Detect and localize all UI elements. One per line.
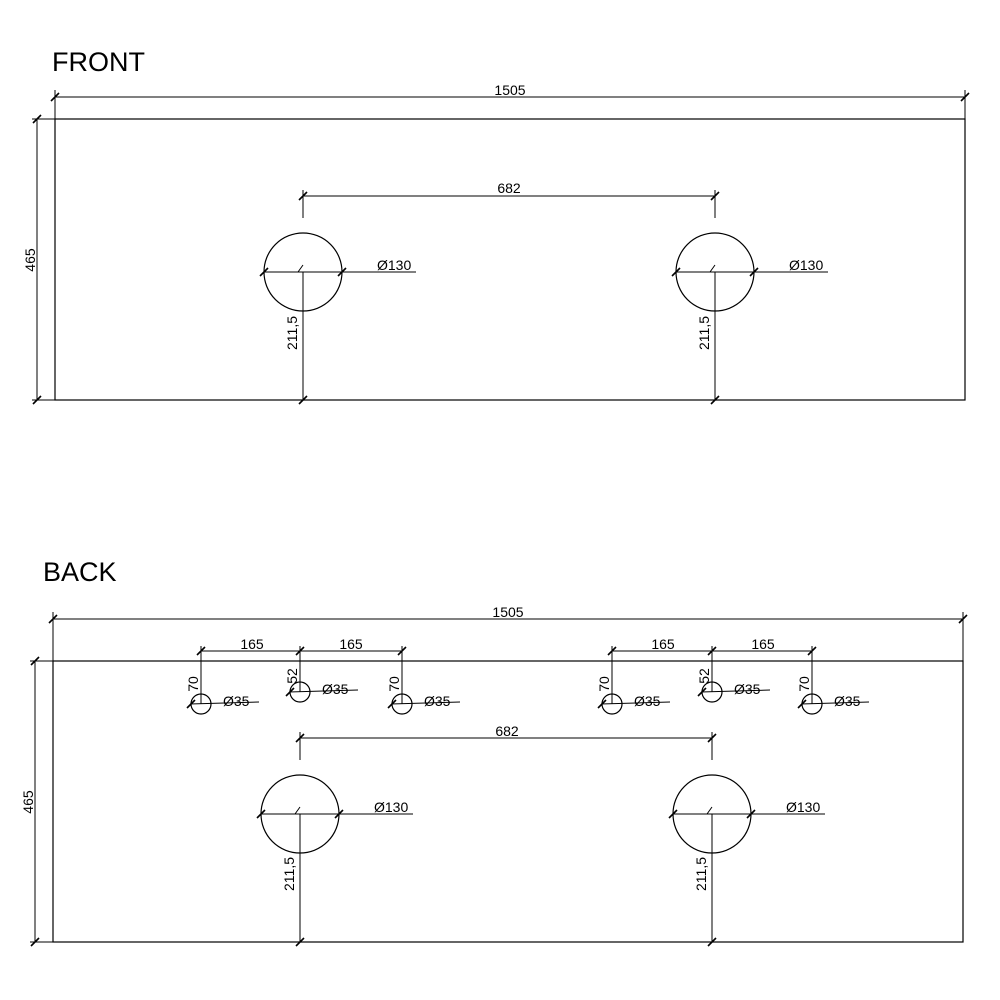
back-tap-hole-3-diameter-label: Ø35 xyxy=(424,693,451,709)
back-tap-hole-4-diameter-label: Ø35 xyxy=(634,693,661,709)
front-view: FRONT 1505 465 682 xyxy=(22,47,970,405)
back-right-tap-spacing-label-1: 165 xyxy=(651,636,675,652)
back-tap-hole-6: Ø35 70 xyxy=(796,676,870,715)
back-left-hole-offset-label: 211,5 xyxy=(281,857,297,891)
back-tap-hole-2: Ø35 52 xyxy=(284,668,359,703)
front-right-sink-hole: Ø130 211,5 xyxy=(671,232,828,405)
front-left-hole-diameter-label: Ø130 xyxy=(377,257,411,273)
back-spacing-dimension: 682 xyxy=(295,723,717,760)
back-left-tap-spacing-label-2: 165 xyxy=(339,636,363,652)
front-width-dimension: 1505 xyxy=(50,82,970,119)
back-tap-hole-3-offset-label: 70 xyxy=(386,676,402,692)
front-panel-outline xyxy=(54,118,966,401)
back-spacing-label: 682 xyxy=(495,723,519,739)
back-tap-hole-1: Ø35 70 xyxy=(185,676,260,715)
front-left-sink-hole: Ø130 211,5 xyxy=(259,232,416,405)
back-tap-hole-5-offset-label: 52 xyxy=(696,668,712,684)
back-tap-hole-1-offset-label: 70 xyxy=(185,676,201,692)
back-tap-hole-1-diameter-label: Ø35 xyxy=(223,693,250,709)
back-tap-hole-6-diameter-label: Ø35 xyxy=(834,693,861,709)
front-right-hole-diameter-label: Ø130 xyxy=(789,257,823,273)
front-height-dimension: 465 xyxy=(22,114,55,405)
back-right-tap-spacing-dimension: 165 165 xyxy=(607,636,817,704)
back-tap-hole-4-offset-label: 70 xyxy=(596,676,612,692)
back-left-sink-hole: Ø130 211,5 xyxy=(256,774,413,947)
back-height-dimension: 465 xyxy=(20,656,53,947)
back-tap-hole-6-offset-label: 70 xyxy=(796,676,812,692)
front-spacing-label: 682 xyxy=(497,180,521,196)
back-right-hole-diameter-label: Ø130 xyxy=(786,799,820,815)
back-tap-hole-5: Ø35 52 xyxy=(696,668,771,703)
back-left-hole-diameter-label: Ø130 xyxy=(374,799,408,815)
front-width-label: 1505 xyxy=(494,82,525,98)
back-right-sink-hole: Ø130 211,5 xyxy=(668,774,825,947)
front-left-hole-offset-label: 211,5 xyxy=(284,316,300,350)
front-height-label: 465 xyxy=(22,248,38,272)
back-view: BACK 1505 465 xyxy=(20,557,968,947)
back-tap-hole-4: Ø35 70 xyxy=(596,676,671,715)
back-tap-hole-3: Ø35 70 xyxy=(386,676,461,715)
back-width-label: 1505 xyxy=(492,604,523,620)
back-right-hole-offset-label: 211,5 xyxy=(693,857,709,891)
front-title: FRONT xyxy=(52,47,145,77)
back-tap-hole-2-offset-label: 52 xyxy=(284,668,300,684)
back-title: BACK xyxy=(43,557,117,587)
back-panel-outline xyxy=(52,660,964,943)
front-spacing-dimension: 682 xyxy=(298,180,720,218)
back-left-tap-spacing-label-1: 165 xyxy=(240,636,264,652)
back-height-label: 465 xyxy=(20,790,36,814)
back-right-tap-spacing-label-2: 165 xyxy=(751,636,775,652)
back-tap-hole-2-diameter-label: Ø35 xyxy=(322,681,349,697)
front-right-hole-offset-label: 211,5 xyxy=(696,316,712,350)
back-width-dimension: 1505 xyxy=(48,604,968,661)
back-tap-hole-5-diameter-label: Ø35 xyxy=(734,681,761,697)
